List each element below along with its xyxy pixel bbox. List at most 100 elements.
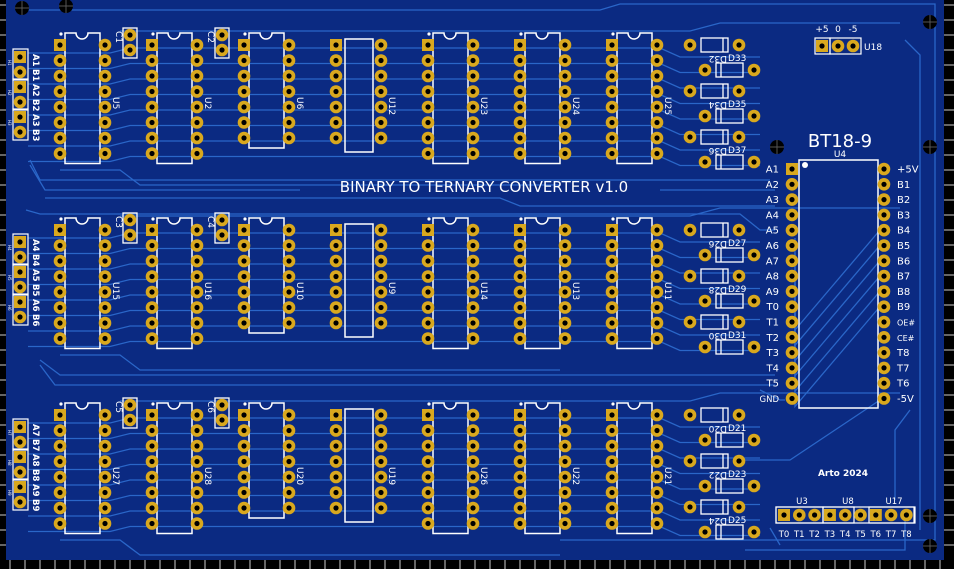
ic-u15[interactable]: U15 (59, 217, 120, 350)
capacitor-outline (214, 397, 230, 429)
drill-hole (378, 505, 384, 511)
main-chip-pin-label: B5 (897, 241, 910, 252)
drill-hole (286, 88, 292, 95)
drill-hole (102, 42, 108, 48)
connector-pin-label: B2 (30, 99, 40, 111)
ic-outline (524, 217, 561, 350)
ic-u14[interactable]: U14 (427, 217, 488, 350)
drill-hole (609, 150, 615, 157)
ic-outline (156, 402, 193, 535)
ic-u26[interactable]: U26 (427, 402, 488, 535)
drill-hole (149, 520, 155, 527)
drill-hole (57, 258, 63, 264)
drill-hole (241, 42, 247, 48)
ic-u25[interactable]: U25 (611, 32, 672, 165)
ic-u16[interactable]: U16 (151, 217, 212, 350)
drill-hole (194, 227, 200, 233)
drill-hole (194, 289, 200, 295)
output-group-label: U8 (842, 497, 854, 507)
drill-hole (425, 73, 431, 79)
connector-pin-label: B3 (30, 129, 40, 141)
drill-hole (470, 427, 476, 434)
drill-hole (378, 474, 384, 480)
capacitor-outline (122, 27, 138, 59)
ic-u12[interactable]: U12 (344, 38, 396, 153)
header-label: H2 (7, 90, 12, 96)
diode-outline (700, 314, 729, 330)
main-chip-pin-label: +5V (897, 165, 919, 176)
drill-hole (378, 289, 384, 295)
ic-u10[interactable]: U10 (243, 217, 304, 334)
ic-u24[interactable]: U24 (519, 32, 580, 165)
ic-u11[interactable]: U11 (611, 217, 672, 350)
output-pin-label: T1 (793, 530, 805, 540)
drill-hole (127, 32, 133, 38)
drill-hole (751, 113, 757, 119)
ic-u13[interactable]: U13 (519, 217, 580, 350)
capacitor-outline (122, 212, 138, 244)
drill-hole (562, 289, 568, 295)
pin1-dot (151, 32, 155, 36)
pin1-dot (243, 32, 247, 36)
drill-hole (102, 335, 108, 342)
main-chip-pin-label: -5V (897, 394, 914, 405)
capacitor-label: C5 (113, 401, 123, 413)
drill-hole (17, 114, 23, 120)
drill-hole (881, 395, 887, 402)
trace (904, 39, 921, 530)
drill-hole (470, 520, 476, 527)
ic-u21[interactable]: U21 (611, 402, 672, 535)
drill-hole (286, 427, 292, 434)
ic-u28[interactable]: U28 (151, 402, 212, 535)
drill-hole (102, 119, 108, 126)
drill-hole (333, 412, 339, 418)
drill-hole (149, 42, 155, 48)
ic-u5[interactable]: U5 (59, 32, 120, 165)
diode-outline (700, 83, 729, 99)
trace (39, 359, 775, 376)
ic-u22[interactable]: U22 (519, 402, 580, 535)
drill-hole (789, 288, 795, 294)
ic-u9[interactable]: U9 (344, 223, 396, 338)
drill-hole (517, 289, 523, 295)
ic-u23[interactable]: U23 (427, 32, 488, 165)
drill-hole (470, 73, 476, 79)
diode-label: D34 (708, 99, 727, 109)
drill-hole (286, 73, 292, 79)
drill-hole (702, 298, 708, 304)
drill-hole (425, 443, 431, 449)
main-chip-pin-label: T2 (766, 333, 779, 344)
drill-hole (425, 520, 431, 527)
drill-hole (470, 42, 476, 48)
ic-outline (248, 402, 285, 519)
diode-label: D20 (708, 423, 727, 433)
ic-label: U25 (662, 97, 672, 115)
ic-u27[interactable]: U27 (59, 402, 120, 535)
ic-u2[interactable]: U2 (151, 32, 212, 165)
main-chip-u4[interactable]: U4A1A2A3A4A5A6A7A8A9T0T1T2T3T4T5GND+5VB1… (760, 150, 919, 409)
ic-outline (616, 217, 653, 350)
drill-hole (378, 88, 384, 95)
trace (28, 510, 760, 521)
drill-hole (470, 119, 476, 126)
drill-hole (333, 258, 339, 264)
ic-u20[interactable]: U20 (243, 402, 304, 519)
ic-u6[interactable]: U6 (243, 32, 304, 149)
header-label: H5 (7, 275, 12, 281)
drill-hole (286, 242, 292, 249)
drill-hole (789, 258, 795, 264)
drill-hole (378, 427, 384, 434)
drill-hole (517, 135, 523, 141)
drill-hole (17, 99, 23, 105)
drill-hole (654, 320, 660, 326)
drill-hole (609, 242, 615, 249)
drill-hole (241, 320, 247, 326)
ic-u19[interactable]: U19 (344, 408, 396, 523)
drill-hole (654, 505, 660, 511)
connector-pin-label: A1 (30, 54, 40, 67)
drill-hole (425, 427, 431, 434)
